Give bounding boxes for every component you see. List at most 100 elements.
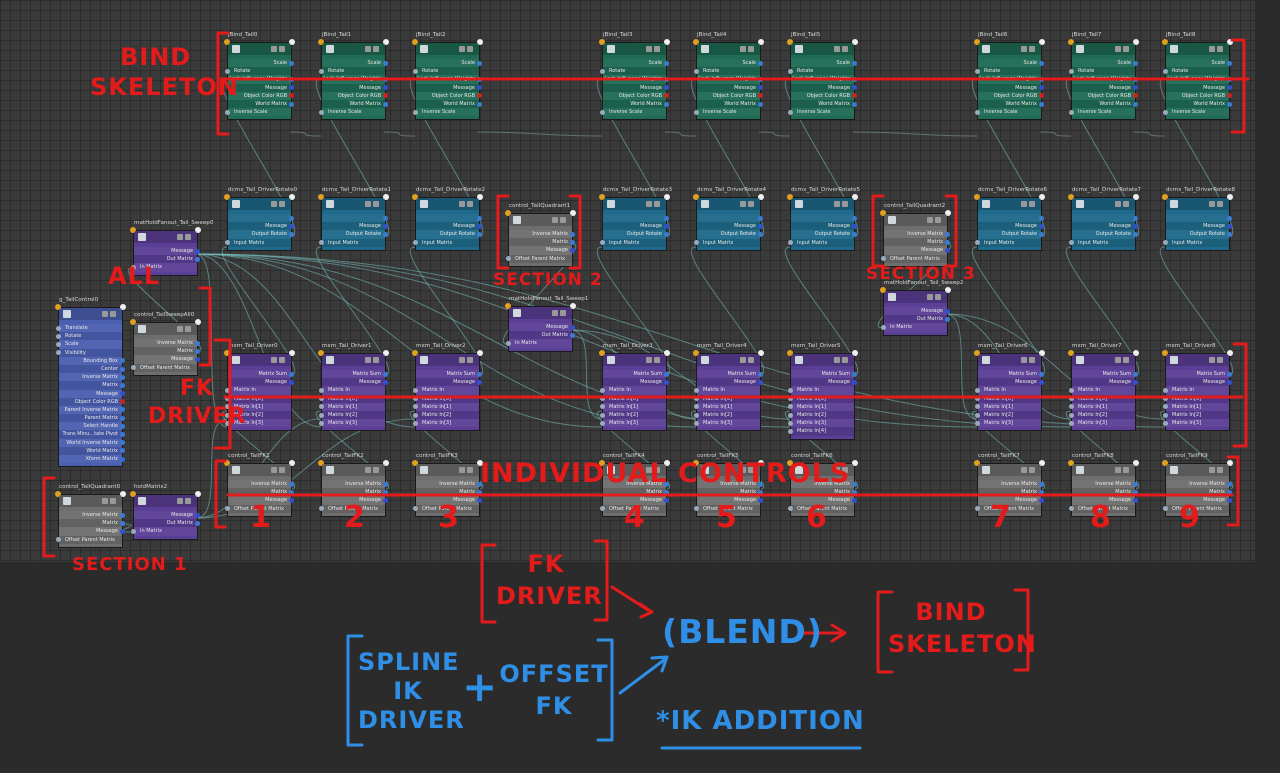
input-port[interactable] [881,324,886,330]
output-port[interactable] [570,231,575,237]
top-left-port[interactable] [130,227,136,233]
node-attribute-row[interactable]: In Matrix [131,527,197,536]
output-port[interactable] [852,215,857,221]
node-attribute-row[interactable]: Inverse Matrix [697,480,763,489]
output-port[interactable] [664,379,669,385]
top-right-port[interactable] [383,350,389,356]
node-pin-icon[interactable] [740,46,746,52]
node-attribute-row[interactable]: Matrix In[0] [600,394,666,403]
output-port[interactable] [383,231,388,237]
node-attribute-row[interactable]: Message [1072,83,1138,92]
node-attribute-row[interactable]: Message [416,378,482,387]
node-attribute-row[interactable]: Message [697,83,763,92]
input-port[interactable] [319,420,324,426]
output-port[interactable] [852,93,857,99]
node-pin-icon[interactable] [271,467,277,473]
input-port[interactable] [131,528,136,534]
input-port[interactable] [319,506,324,512]
node-attribute-row[interactable]: Offset Parent Matrix [1069,504,1135,513]
node-attribute-row[interactable]: Matrix In [319,386,385,395]
node-attribute-row[interactable]: Matrix In[3] [788,419,854,428]
node-attribute-row[interactable]: Offset Parent Matrix [1163,504,1229,513]
node-attribute-row[interactable]: Object Color RGB [1166,91,1232,100]
node-pin-icon[interactable] [552,310,558,316]
node-attribute-row[interactable]: Matrix In [694,386,760,395]
node-attribute-row[interactable]: Matrix In [413,386,479,395]
node-menu-icon[interactable] [935,217,941,223]
node-attribute-row[interactable] [697,214,763,223]
node-attribute-row[interactable]: Matrix In[1] [788,402,854,411]
input-port[interactable] [881,256,886,262]
input-port[interactable] [56,341,61,347]
top-left-port[interactable] [599,194,605,200]
node-attribute-row[interactable]: Matrix [59,381,125,390]
node-attribute-row[interactable]: Matrix In[0] [413,394,479,403]
node-attribute-row[interactable]: Matrix In[3] [413,419,479,428]
node-menu-icon[interactable] [1123,357,1129,363]
input-port[interactable] [600,506,605,512]
input-port[interactable] [788,404,793,410]
node-attribute-row[interactable]: Matrix In[4] [788,427,854,436]
node-menu-icon[interactable] [654,357,660,363]
node-attribute-row[interactable]: Matrix [1072,488,1138,497]
node-attribute-row[interactable]: Matrix In[2] [600,410,666,420]
output-port[interactable] [1227,76,1232,82]
output-port[interactable] [1227,497,1232,503]
input-port[interactable] [694,240,699,246]
output-port[interactable] [1133,481,1138,487]
output-port[interactable] [1133,231,1138,237]
node-attribute-row[interactable]: Input Matrix [788,238,854,247]
node-menu-icon[interactable] [1217,467,1223,473]
top-left-port[interactable] [880,287,886,293]
node-attribute-row[interactable]: Lock Influence Weights [1072,75,1138,84]
node-pin-icon[interactable] [834,467,840,473]
node-attribute-row[interactable]: Matrix In[0] [788,394,854,403]
output-port[interactable] [570,247,575,253]
output-port[interactable] [1133,93,1138,99]
node-attribute-row[interactable]: Offset Parent Matrix [506,254,572,263]
node-attribute-row[interactable]: Matrix In[3] [319,419,385,428]
top-left-port[interactable] [1068,39,1074,45]
output-port[interactable] [852,223,857,229]
output-port[interactable] [758,223,763,229]
node-attribute-row[interactable]: Matrix Sum [1072,370,1138,379]
node-attribute-row[interactable]: Output Rotate [322,230,388,239]
node-pin-icon[interactable] [1115,467,1121,473]
output-port[interactable] [120,366,125,372]
output-port[interactable] [195,520,200,526]
top-left-port[interactable] [130,491,136,497]
input-port[interactable] [131,264,136,270]
input-port[interactable] [788,68,793,74]
input-port[interactable] [788,109,793,115]
output-port[interactable] [852,85,857,91]
node-attribute-row[interactable]: Inverse Scale [600,108,666,117]
top-left-port[interactable] [787,194,793,200]
node-attribute-row[interactable]: Offset Parent Matrix [975,504,1041,513]
node-attribute-row[interactable]: Trans Minu...tate Pivot [59,430,125,439]
node-menu-icon[interactable] [373,357,379,363]
output-port[interactable] [383,76,388,82]
top-left-port[interactable] [412,460,418,466]
output-port[interactable] [120,423,125,429]
output-port[interactable] [120,407,125,413]
node-attribute-row[interactable]: In Matrix [881,323,947,332]
output-port[interactable] [1227,379,1232,385]
output-port[interactable] [664,76,669,82]
node-attribute-row[interactable]: Matrix In[1] [600,402,666,411]
output-port[interactable] [664,101,669,107]
output-port[interactable] [477,101,482,107]
input-port[interactable] [788,506,793,512]
node-attribute-row[interactable]: Matrix Sum [978,370,1044,379]
node-attribute-row[interactable]: Message [322,83,388,92]
output-port[interactable] [1133,76,1138,82]
node-attribute-row[interactable]: Message [978,83,1044,92]
node-attribute-row[interactable]: Matrix In[3] [694,419,760,428]
input-port[interactable] [788,396,793,402]
